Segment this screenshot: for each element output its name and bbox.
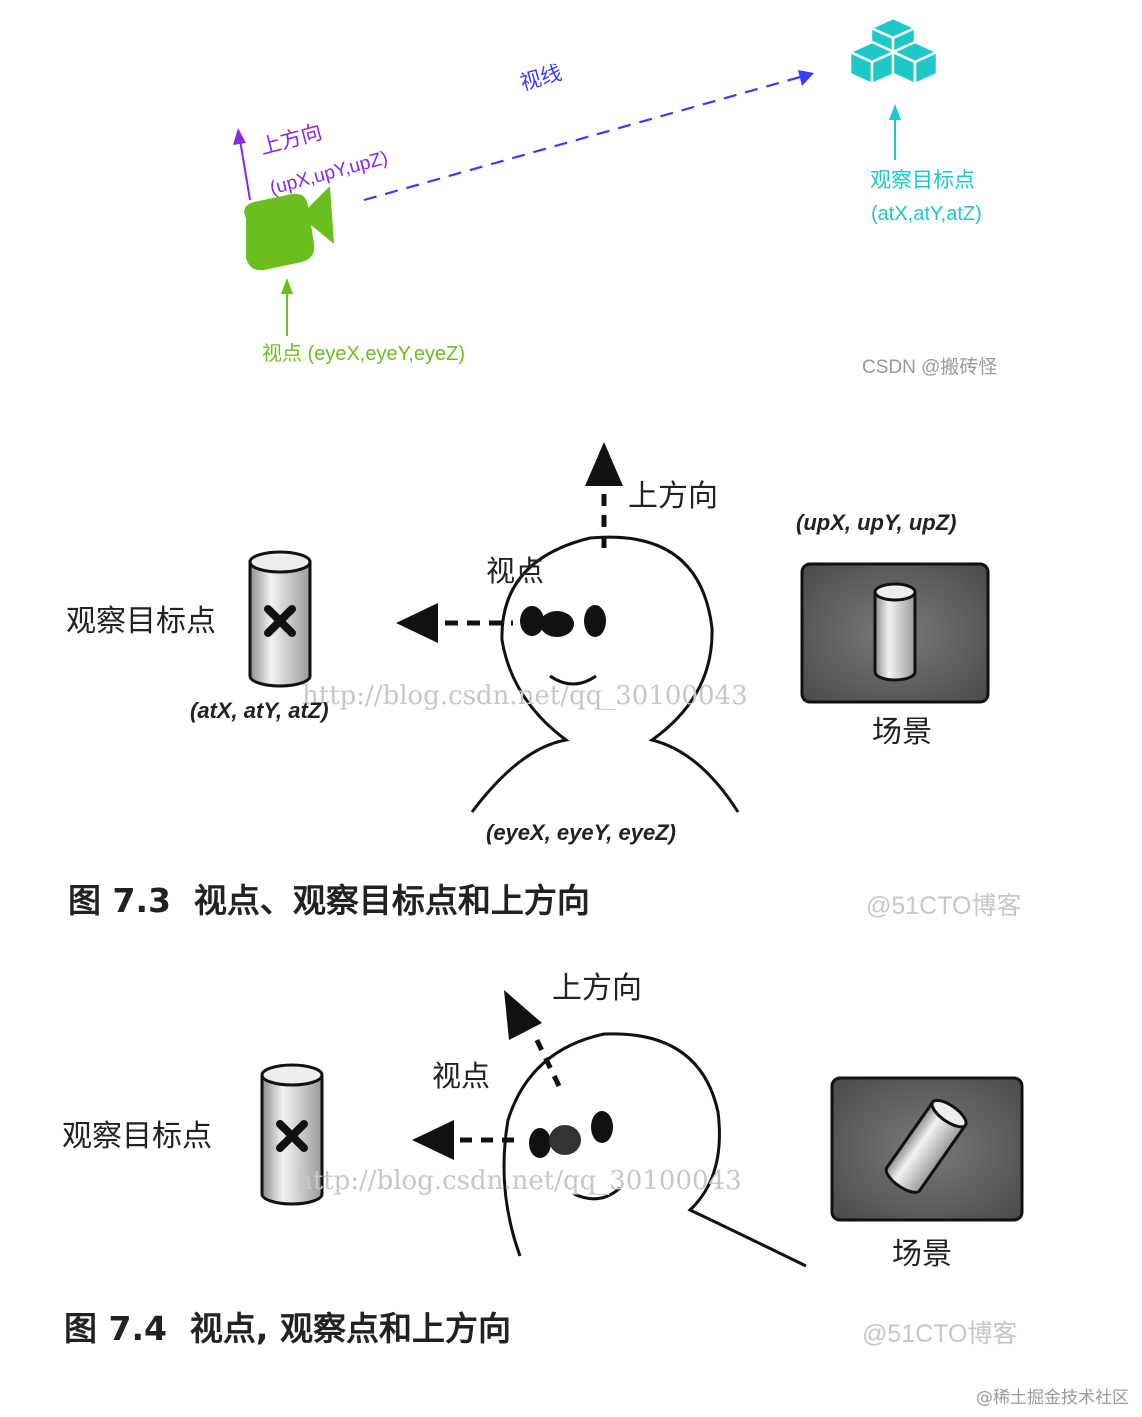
fig74-51cto-watermark: @51CTO博客 <box>862 1320 1018 1348</box>
fig73-target-coords: (atX, atY, atZ) <box>190 698 329 723</box>
fig73-caption: 图 7.3 视点、观察目标点和上方向 <box>68 881 590 920</box>
fig73-url-watermark: http://blog.csdn.net/qq_30100043 <box>302 681 748 711</box>
fig73-head-outline <box>470 535 740 813</box>
cubes-icon <box>848 16 939 86</box>
fig73-51cto-watermark: @51CTO博客 <box>866 892 1022 920</box>
fig74-scene-label: 场景 <box>892 1237 952 1272</box>
fig74-url-watermark: http://blog.csdn.net/qq_30100043 <box>296 1166 742 1196</box>
fig73-scene-box <box>800 562 990 704</box>
fig74-head-outline <box>502 1032 807 1268</box>
target-point-label: 观察目标点 <box>870 168 975 192</box>
eye-point-label: 视点 (eyeX,eyeY,eyeZ) <box>262 343 466 365</box>
fig74-target-cylinder <box>260 1063 324 1206</box>
fig73-up-arrow <box>585 442 623 548</box>
fig74-sight-arrow <box>412 1120 522 1160</box>
fig73-target-cylinder <box>248 550 312 688</box>
fig73-eye-coords: (eyeX, eyeY, eyeZ) <box>486 820 676 845</box>
fig74-caption: 图 7.4 视点, 观察点和上方向 <box>64 1309 511 1348</box>
target-pointer-arrow <box>889 104 901 160</box>
fig74-target-label: 观察目标点 <box>62 1119 212 1154</box>
csdn-watermark: CSDN @搬砖怪 <box>862 357 998 378</box>
target-point-coords: (atX,atY,atZ) <box>871 203 982 225</box>
eye-pointer-arrow <box>281 278 293 336</box>
fig73-sight-arrow <box>396 603 513 643</box>
line-of-sight-arrow <box>363 70 814 202</box>
fig73-face <box>520 605 606 686</box>
camera-icon <box>244 186 334 271</box>
up-vector-arrow <box>233 128 251 201</box>
fig73-eye-label: 视点 <box>486 554 545 588</box>
footer-watermark: @稀土掘金技术社区 <box>976 1388 1129 1408</box>
fig73-up-coords: (upX, upY, upZ) <box>796 510 957 535</box>
fig73-scene-label: 场景 <box>872 715 932 750</box>
fig74-eye-label: 视点 <box>432 1059 491 1093</box>
fig74-up-arrow <box>504 990 562 1088</box>
fig74-up-label: 上方向 <box>552 971 642 1006</box>
fig73-up-label: 上方向 <box>628 479 718 514</box>
fig74-scene-box <box>830 1076 1024 1222</box>
fig73-target-label: 观察目标点 <box>66 604 216 639</box>
fig74-face <box>529 1111 622 1201</box>
